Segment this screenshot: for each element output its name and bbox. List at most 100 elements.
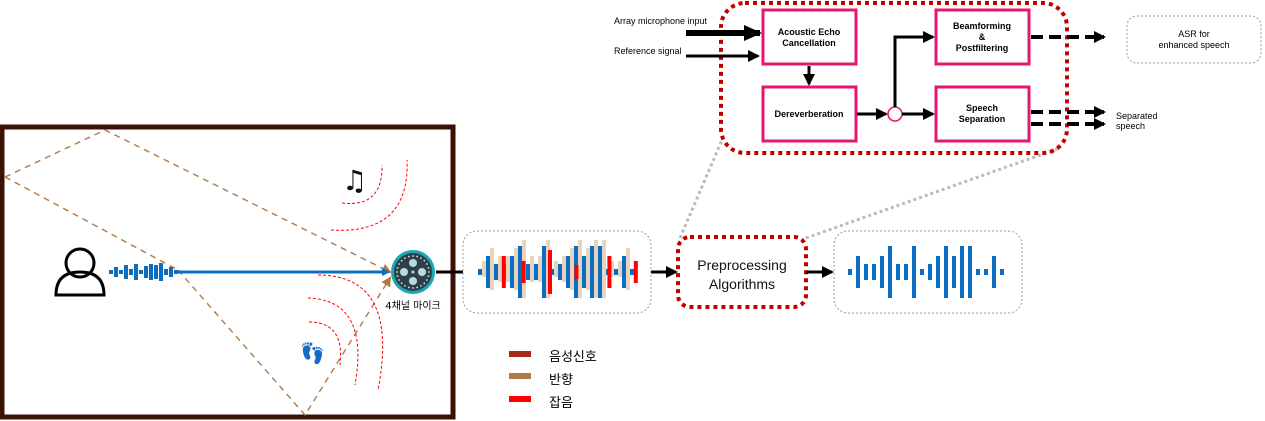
wave-bar — [896, 264, 900, 280]
wave-bar — [159, 263, 163, 281]
noisy-waveform — [478, 240, 638, 298]
preprocessing-label-1: Preprocessing — [697, 257, 787, 273]
reverb-bar — [602, 240, 606, 298]
wave-bar — [129, 269, 133, 275]
wave-bar — [888, 246, 892, 298]
music-noise-source: ♫ — [330, 159, 408, 231]
reverb-bar — [506, 256, 510, 282]
speech-bar — [526, 264, 530, 280]
wave-bar — [920, 269, 924, 275]
legend: 음성신호 반향 잡음 — [509, 350, 597, 411]
wave-bar — [928, 264, 932, 280]
asr-label-2: enhanced speech — [1158, 40, 1229, 50]
speech-bar — [494, 264, 498, 280]
noise-bar — [607, 256, 612, 288]
wave-bar — [134, 264, 138, 280]
reverb-bar — [578, 240, 582, 298]
speech-bar — [614, 269, 618, 275]
separation-label-1: Speech — [966, 103, 998, 113]
footsteps-icon: 👣 — [300, 341, 325, 365]
noise-bar — [574, 265, 579, 279]
separated-label-1: Separated — [1116, 111, 1158, 121]
legend-label-speech: 음성신호 — [549, 350, 597, 365]
zoom-connector-right — [805, 146, 1061, 240]
reverb-bar — [514, 248, 518, 290]
wave-bar — [864, 264, 868, 280]
noise-bar — [548, 250, 552, 294]
wave-bar — [880, 256, 884, 288]
speech-bar — [590, 246, 594, 298]
asr-output-box — [1126, 15, 1262, 64]
footsteps-noise-source: 👣 — [300, 274, 384, 391]
speech-bar — [486, 256, 490, 288]
beamforming-label-1: Beamforming — [953, 21, 1011, 31]
noise-bar — [501, 256, 506, 288]
wave-bar — [976, 269, 980, 275]
wave-bar — [114, 267, 118, 277]
wave-bar — [904, 264, 908, 280]
clean-waveform — [848, 246, 1004, 298]
noise-wave — [341, 164, 383, 205]
input-label-array: Array microphone input — [614, 16, 708, 26]
reverb-bar — [538, 256, 542, 282]
wave-bar — [119, 270, 123, 274]
noise-wave — [330, 159, 408, 231]
mic-label: 4채널 마이크 — [385, 300, 441, 312]
wave-bar — [144, 266, 148, 278]
wave-bar — [936, 256, 940, 288]
music-note-icon: ♫ — [342, 164, 367, 197]
wave-bar — [984, 269, 988, 275]
wave-bar — [944, 246, 948, 298]
reverb-bar — [530, 256, 534, 282]
microphone-array-icon — [391, 250, 435, 294]
wave-bar — [169, 267, 173, 277]
speech-bar — [478, 269, 482, 275]
speech-bar — [598, 246, 602, 298]
noise-bar — [521, 261, 526, 283]
wave-bar — [856, 256, 860, 288]
legend-swatch-noise — [509, 396, 531, 402]
wave-bar — [992, 256, 996, 288]
speech-bar — [542, 246, 546, 298]
wave-bar — [154, 265, 158, 279]
aec-label-1: Acoustic Echo — [778, 27, 841, 37]
speech-waveform-small — [109, 263, 178, 281]
zoom-connector-left — [678, 139, 724, 239]
legend-swatch-speech — [509, 351, 531, 357]
wave-bar — [1000, 269, 1004, 275]
noise-bar — [633, 261, 638, 283]
noise-wave — [307, 297, 359, 386]
reverb-bar — [570, 248, 574, 290]
legend-swatch-reverb — [509, 373, 531, 379]
reverb-bar — [618, 261, 622, 277]
speech-bar — [582, 256, 586, 288]
noise-wave — [317, 274, 384, 391]
separated-label-2: speech — [1116, 121, 1145, 131]
reverb-bar — [594, 240, 598, 298]
reverb-bar — [554, 261, 558, 277]
dereverb-label: Dereverberation — [774, 109, 843, 119]
wave-bar — [149, 264, 153, 280]
speech-bar — [558, 264, 562, 280]
wave-bar — [109, 270, 113, 274]
wave-bar — [139, 270, 143, 274]
reverb-bar — [610, 261, 614, 277]
beamforming-label-2: & — [979, 32, 986, 42]
reverb-bar — [482, 261, 486, 277]
algorithm-detail-panel — [719, 1, 1069, 155]
junction-node — [887, 106, 903, 122]
reverb-bar — [626, 248, 630, 290]
speech-bar — [622, 256, 626, 288]
speech-bar — [534, 264, 538, 280]
aec-label-2: Cancellation — [782, 38, 836, 48]
wave-bar — [952, 256, 956, 288]
speaker-person-icon — [54, 247, 106, 297]
separation-block — [934, 85, 1031, 143]
beamforming-label-3: Postfiltering — [956, 43, 1009, 53]
reverb-bar — [562, 256, 566, 282]
reverb-bar — [490, 248, 494, 290]
reverb-bar — [498, 256, 502, 282]
legend-label-noise: 잡음 — [549, 396, 573, 411]
input-label-reference: Reference signal — [614, 46, 682, 56]
